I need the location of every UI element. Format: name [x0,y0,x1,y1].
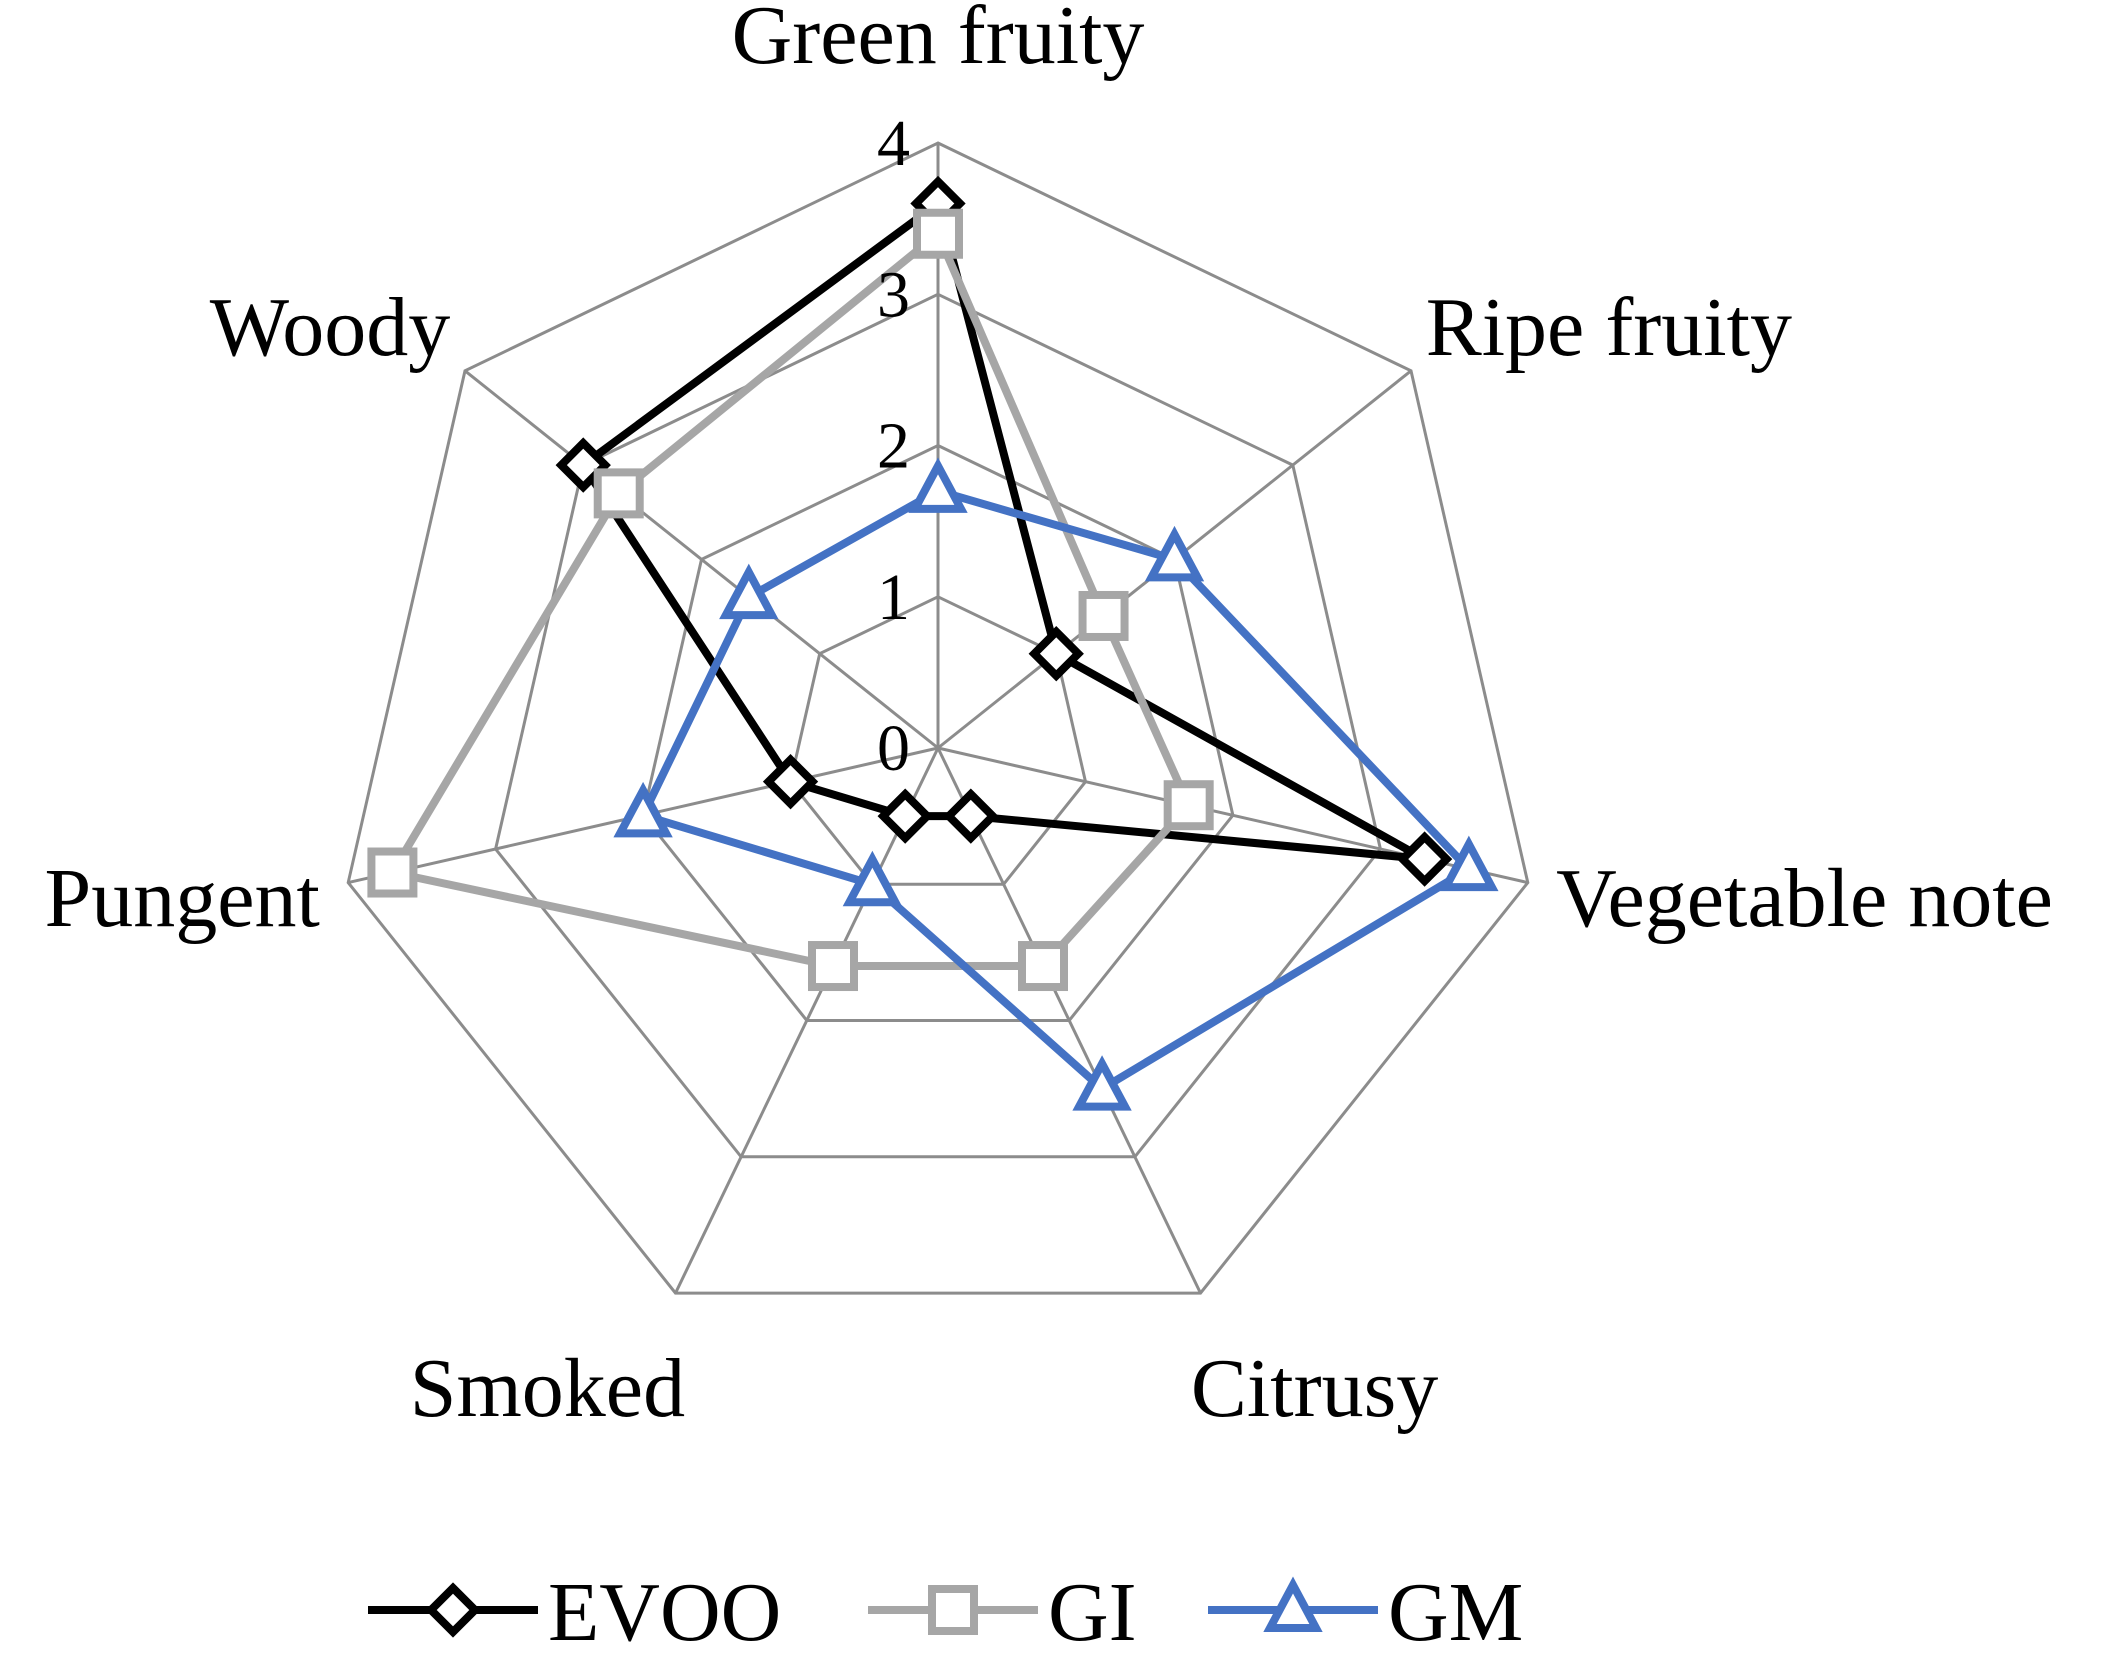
tick-label-2: 2 [877,410,910,483]
axis-label-vegetable-note: Vegetable note [1556,852,2053,945]
axis-label-citrusy: Citrusy [1191,1342,1438,1435]
data-point-gi-vegetable-note [1163,780,1214,831]
grid-ring-4 [346,141,1530,1295]
legend-marker-gi [928,1585,978,1635]
legend-marker-evoo [425,1582,481,1638]
data-point-gi-green-fruity [913,208,963,259]
data-point-gm-vegetable-note [1439,835,1499,892]
axis-label-woody: Woody [210,281,451,374]
data-point-evoo-smoked [877,788,933,844]
data-point-gm-pungent [613,781,673,838]
data-point-evoo-vegetable-note [1396,831,1453,887]
data-point-gm-ripe-fruity [1144,525,1205,582]
tick-label-0: 0 [877,712,910,785]
data-point-gi-citrusy [1017,941,1068,992]
tick-label-4: 4 [877,107,910,180]
data-point-gi-smoked [808,941,859,992]
spoke-6 [464,369,939,750]
spoke-3 [936,747,1202,1294]
legend-item-evoo: EVOO [368,1566,781,1659]
series-line-gm [639,486,1473,1093]
data-point-gm-smoked [842,850,903,907]
grid-ring-3 [493,292,1383,1159]
spoke-4 [674,747,940,1294]
data-point-evoo-ripe-fruity [1028,626,1084,682]
data-point-gi-ripe-fruity [1078,590,1129,641]
data-point-evoo-pungent [762,753,819,810]
data-point-gm-woody [719,563,779,620]
axis-label-smoked: Smoked [410,1342,685,1435]
axis-label-pungent: Pungent [45,852,320,945]
series-gi [367,208,1214,992]
data-point-gm-green-fruity [908,457,968,513]
data-point-gi-woody [593,468,644,519]
legend-label-evoo: EVOO [548,1566,781,1659]
data-point-gi-pungent [367,847,418,898]
data-point-gm-citrusy [1072,1055,1132,1111]
legend-marker-gm [1263,1576,1323,1632]
axis-label-ripe-fruity: Ripe fruity [1426,281,1792,374]
chart-legend: EVOO GI GM [368,1566,1523,1659]
legend-item-gm: GM [1208,1566,1523,1659]
radar-grid [346,141,1530,1295]
legend-item-gi: GI [868,1566,1137,1659]
series-gm [613,457,1499,1111]
axis-label-green-fruity: Green fruity [732,0,1145,82]
tick-label-3: 3 [877,258,910,331]
series-evoo [555,175,1453,887]
data-point-evoo-citrusy [943,788,999,844]
radar-series [367,175,1499,1111]
tick-label-1: 1 [877,561,910,634]
radar-tick-labels: 0 1 2 3 4 [877,107,910,785]
series-line-evoo [579,199,1429,864]
legend-label-gi: GI [1048,1566,1137,1659]
series-line-gi [388,229,1193,970]
grid-ring-2 [641,443,1235,1022]
legend-label-gm: GM [1388,1566,1523,1659]
